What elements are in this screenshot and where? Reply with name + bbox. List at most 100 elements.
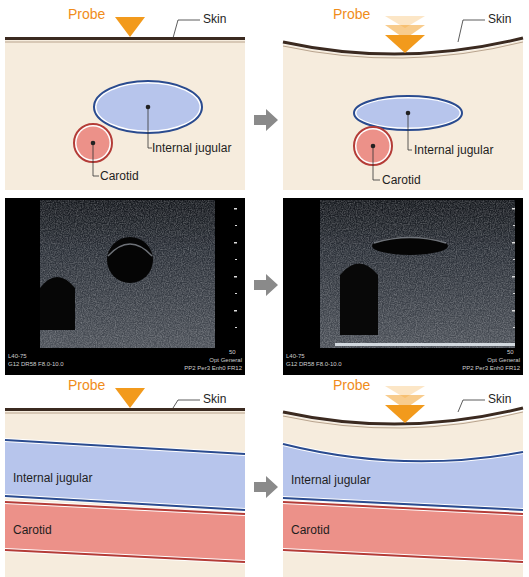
vessel-lumen [5,502,245,562]
node-outline [5,438,245,512]
vessel-wall [5,502,245,562]
center-dot [371,144,376,149]
skin-line [5,42,245,43]
probe-label: Probe [333,377,370,394]
scanner-text: Opt General [209,357,242,364]
tissue-panel [283,40,523,190]
scanner-text: 50 [507,349,514,356]
vessel-lumen [77,127,110,160]
depth-scale [234,208,237,328]
scanner-text: G12 DR58 F8.0-10.0 [8,361,64,368]
vessel-ellipse: Internal jugular [93,80,203,134]
node-outline [283,440,523,512]
skin-line [5,408,245,411]
leader-line [173,20,200,38]
vessel-circle: Carotid [353,126,393,166]
vessel-band: Internal jugular [5,438,245,512]
scanner-text: PP2 Per3 Enh0 FR12 [462,365,520,372]
scanner-text: Opt General [487,357,520,364]
center-dot [406,111,411,116]
step-arrow [254,109,278,131]
node-outline [5,500,245,564]
vessel-wall [283,444,523,510]
scanner-text: L40-75 [8,353,27,360]
vessel-echo [374,238,446,244]
vessel-wall [283,502,523,562]
skin-label: Skin [203,12,226,26]
leader-line [373,146,380,180]
node-outline [353,95,463,131]
bright-echo [335,343,515,346]
vessel-band: Carotid [5,500,245,564]
skin-label: Skin [488,12,511,26]
vessel-echo [107,237,153,283]
vessel-echo [108,244,152,256]
vessel-wall [5,502,245,562]
vessel-lumen [5,440,245,510]
vessel-wall [354,127,392,165]
ultrasound-image [5,198,245,375]
probe-symbol [115,17,145,37]
scanner-text: 50 [229,349,236,356]
node-outline [283,500,523,564]
probe-symbol [115,388,145,408]
vessel-label: Internal jugular [152,140,231,156]
leader-line [458,400,485,412]
vessel-wall [354,96,462,130]
vessel-band: Internal jugular [283,440,523,512]
ultrasound-image [283,198,523,375]
node-outline [73,123,113,163]
vessel-echo [372,237,448,255]
vessel-wall [94,81,202,133]
tissue-panel [5,40,245,190]
vessel-label: Carotid [291,522,330,538]
vessel-circle: Carotid [73,123,113,163]
probe-label: Probe [68,377,105,394]
step-arrow [254,274,278,296]
vessel-label: Internal jugular [13,470,92,486]
step-arrow [254,476,278,498]
vessel-band: Carotid [283,500,523,564]
vessel-lumen [97,84,200,131]
vessel-label: Internal jugular [291,472,370,488]
skin-line [5,413,245,414]
probe-label: Probe [333,6,370,23]
ultrasound-speckle [40,200,215,348]
center-dot [91,141,96,146]
node-outline [353,126,393,166]
ultrasound-speckle [40,200,215,348]
vessel-lumen [283,444,523,510]
ultrasound-speckle [320,200,515,348]
leader-line [458,20,485,42]
vessel-wall [74,124,112,162]
scanner-text: L40-75 [286,353,305,360]
tissue-panel [5,411,245,577]
vessel-wall [5,440,245,510]
vessel-ellipse: Internal jugular [353,95,463,131]
scanner-text: G12 DR58 F8.0-10.0 [286,361,342,368]
depth-scale [512,208,515,328]
skin-line [5,37,245,40]
leader-line [93,143,99,176]
skin-label: Skin [203,392,226,406]
vessel-wall [283,444,523,510]
vessel-label: Carotid [382,172,421,188]
center-dot [146,105,151,110]
vessel-lumen [283,502,523,562]
leader-line [148,107,152,148]
leader-line [173,400,200,408]
ultrasound-speckle [320,200,515,348]
vessel-lumen [357,99,460,128]
node-outline [93,80,203,134]
vessel-label: Carotid [13,522,52,538]
scanner-text: PP2 Per3 Enh0 FR12 [184,365,242,372]
vessel-label: Internal jugular [414,142,493,158]
probe-symbol [385,35,425,53]
skin-label: Skin [488,392,511,406]
vessel-lumen [357,130,390,163]
vessel-wall [283,502,523,562]
